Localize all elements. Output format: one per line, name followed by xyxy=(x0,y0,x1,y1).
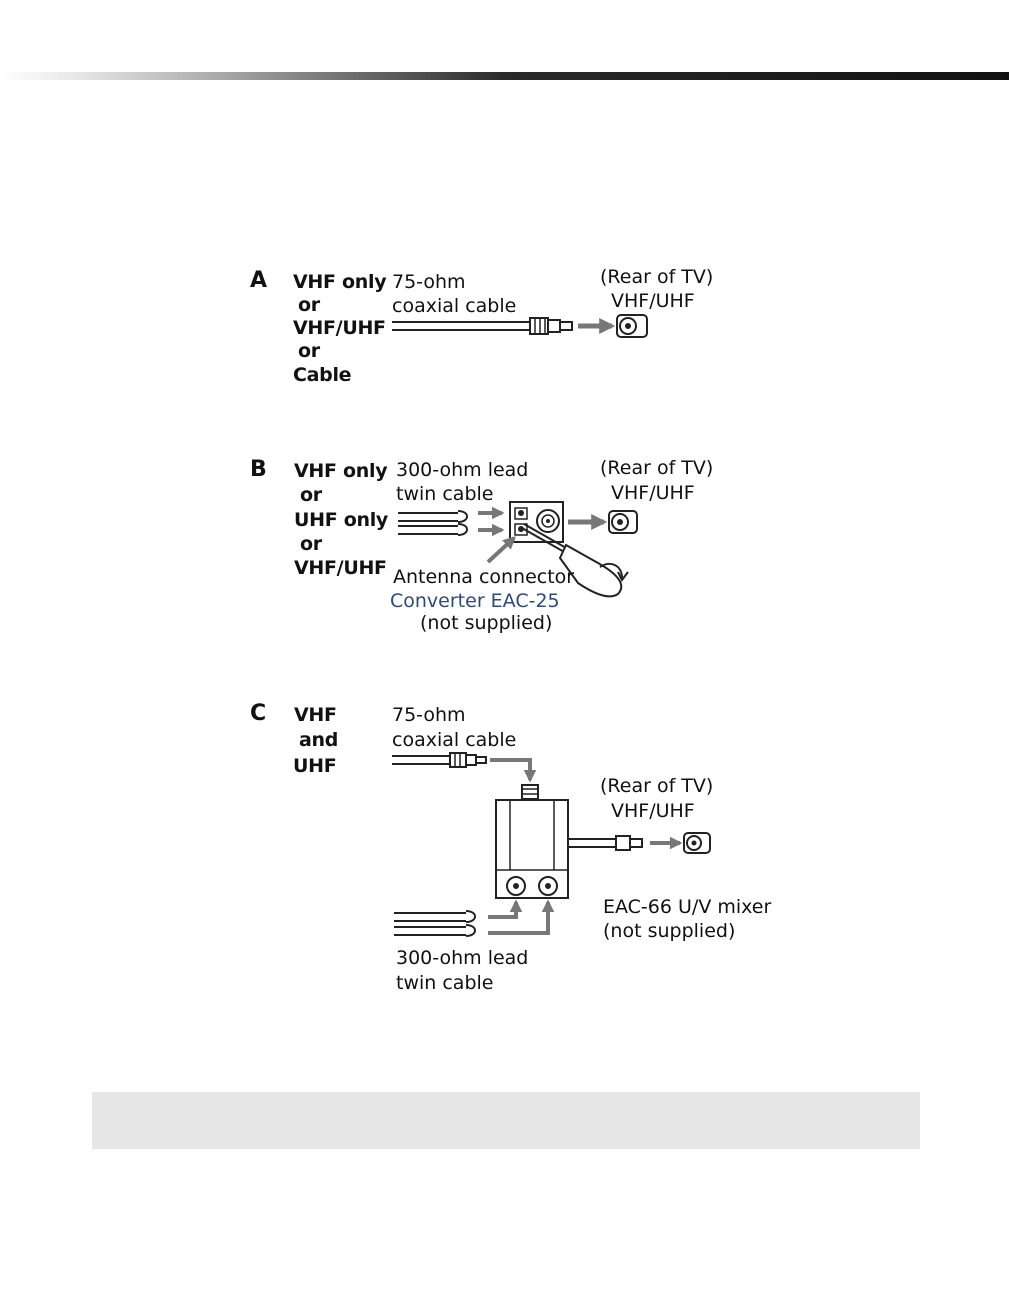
section-c-option-1: VHF xyxy=(294,704,337,726)
section-c-twin-cable xyxy=(394,910,476,937)
section-c-letter: C xyxy=(250,701,267,726)
section-a-option-5: Cable xyxy=(293,364,352,386)
section-a-coax-cable xyxy=(392,317,573,335)
section-c-tv-label-1: (Rear of TV) xyxy=(600,775,714,797)
section-c-twin-label-2: twin cable xyxy=(396,972,494,994)
section-c-tv-label-2: VHF/UHF xyxy=(611,800,695,822)
section-c-coax-cable xyxy=(392,752,487,768)
section-b-option-1: VHF only xyxy=(294,460,388,482)
section-c-coax-label-1: 75-ohm xyxy=(392,704,466,726)
section-c-option-3: UHF xyxy=(293,755,337,777)
section-c-output-cable xyxy=(568,835,643,851)
section-c-option-2: and xyxy=(299,729,339,751)
section-c-twin-arrow-lower xyxy=(488,899,555,935)
section-b-cable-label-2: twin cable xyxy=(396,483,494,505)
section-b-converter-note: (not supplied) xyxy=(420,612,553,634)
section-c-mixer-label-1: EAC-66 U/V mixer xyxy=(603,896,772,918)
section-b-connector-pointer xyxy=(486,536,516,564)
section-a-tv-label-1: (Rear of TV) xyxy=(600,266,714,288)
section-c-tv-jack xyxy=(683,832,711,854)
section-a-tv-label-2: VHF/UHF xyxy=(611,290,695,312)
section-b-converter-label: Converter EAC-25 xyxy=(390,590,560,612)
top-rule xyxy=(0,72,1009,80)
section-b-connector-label: Antenna connector xyxy=(393,566,575,588)
section-b-option-4: or xyxy=(300,533,322,555)
section-a-cable-label-1: 75-ohm xyxy=(392,271,466,293)
screwdriver-icon xyxy=(521,523,629,598)
section-c-mixer-label-2: (not supplied) xyxy=(603,920,736,942)
section-c-mixer xyxy=(495,784,569,899)
section-b-option-2: or xyxy=(300,484,322,506)
section-a-option-1: VHF only xyxy=(293,271,387,293)
section-a-cable-label-2: coaxial cable xyxy=(392,295,517,317)
section-a-letter: A xyxy=(250,268,268,293)
section-b-tv-label-2: VHF/UHF xyxy=(611,482,695,504)
section-c-twin-arrow-upper xyxy=(488,899,523,919)
section-b-option-3: UHF only xyxy=(294,509,389,531)
section-b-option-5: VHF/UHF xyxy=(294,557,387,579)
footer-band xyxy=(92,1092,920,1149)
section-b-cable-label-1: 300-ohm lead xyxy=(396,459,529,481)
section-b-letter: B xyxy=(250,457,267,482)
section-b-twin-cable xyxy=(398,510,468,536)
section-a-tv-jack xyxy=(616,314,648,338)
section-c-coax-label-2: coaxial cable xyxy=(392,729,517,751)
section-a-option-3: VHF/UHF xyxy=(293,317,386,339)
section-b-converter xyxy=(509,501,564,543)
section-c-coax-arrow xyxy=(490,758,537,783)
section-a-option-2: or xyxy=(298,294,320,316)
section-b-tv-label-1: (Rear of TV) xyxy=(600,457,714,479)
section-b-tv-jack xyxy=(608,510,638,534)
section-a-option-4: or xyxy=(298,340,320,362)
section-c-twin-label-1: 300-ohm lead xyxy=(396,947,529,969)
